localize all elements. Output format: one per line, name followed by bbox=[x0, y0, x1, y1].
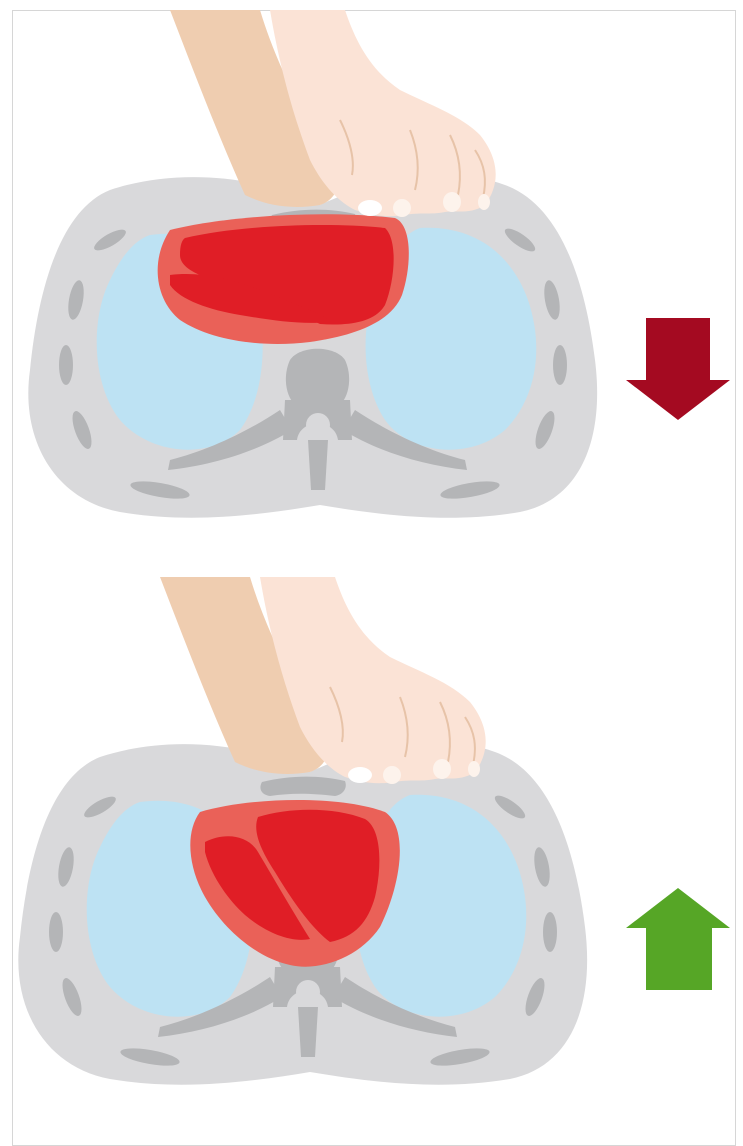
heart-compressed bbox=[158, 214, 409, 344]
panel-compression bbox=[28, 10, 730, 518]
panel-release bbox=[18, 577, 587, 1085]
arrow-up-icon bbox=[626, 888, 730, 990]
arrow-down-icon bbox=[626, 318, 730, 420]
